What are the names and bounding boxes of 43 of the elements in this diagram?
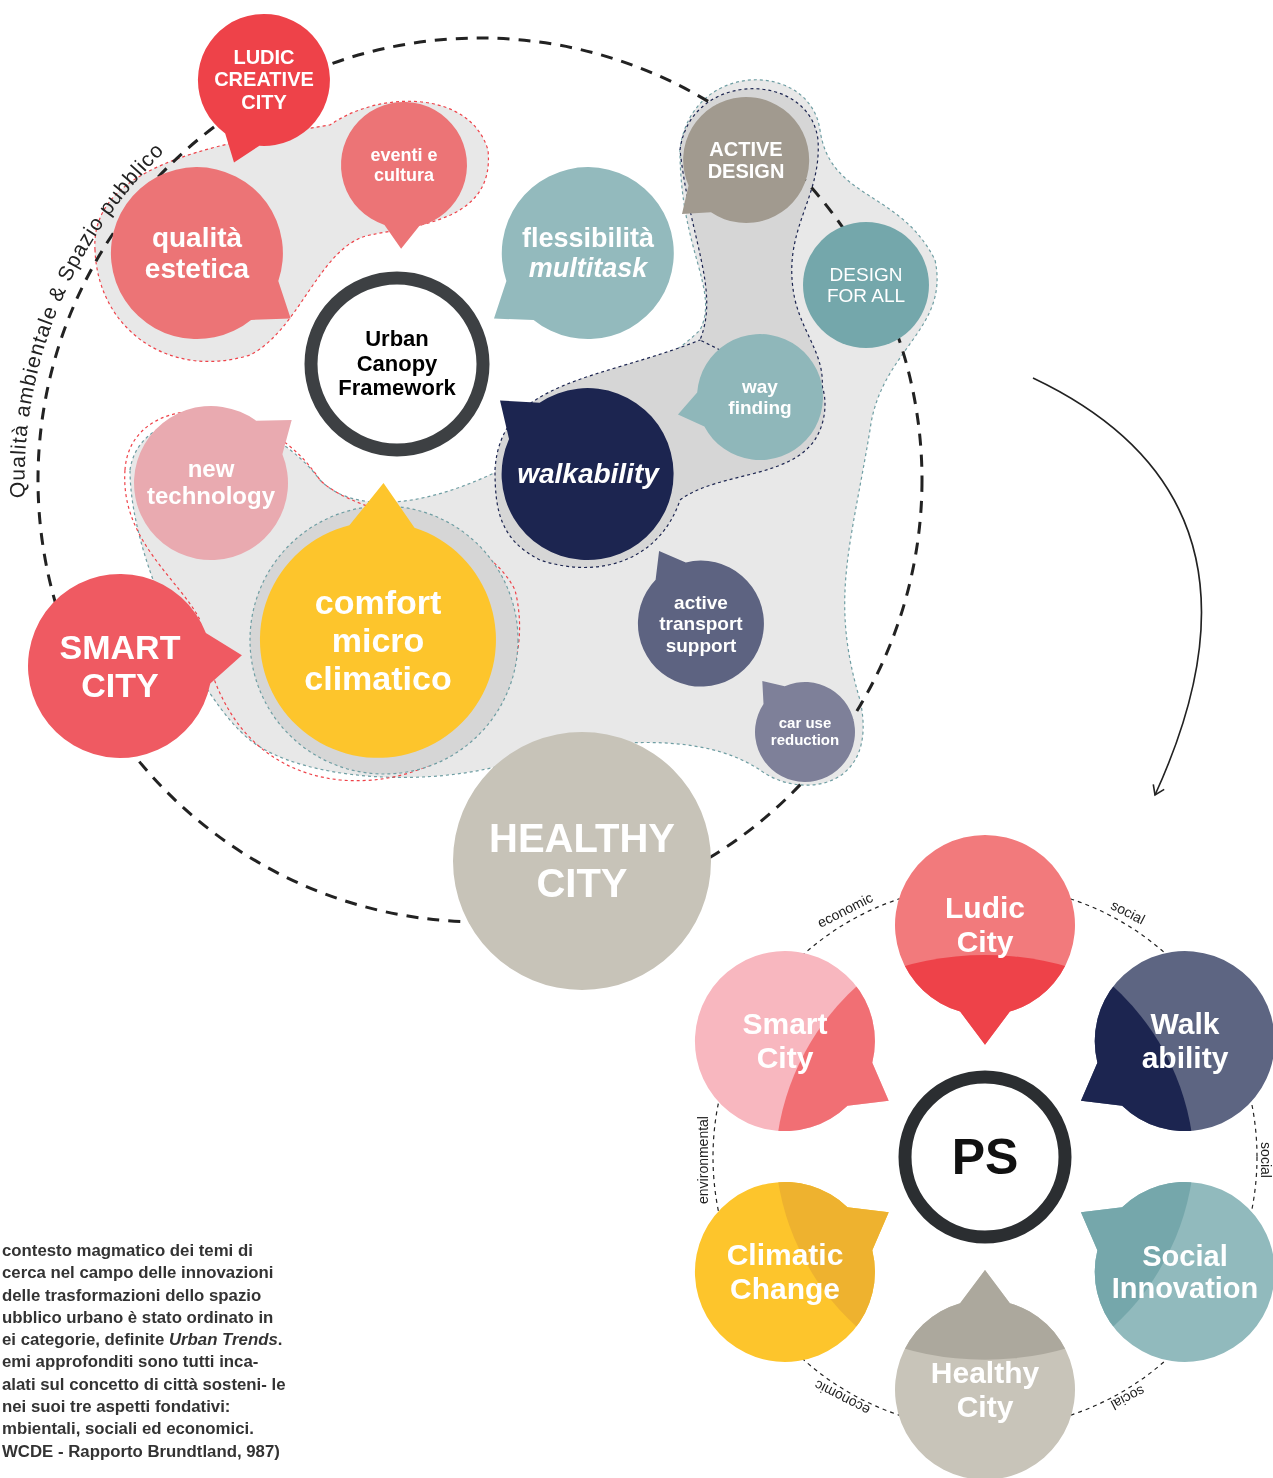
speech-bubble — [1081, 951, 1273, 1131]
speech-bubble — [341, 102, 467, 249]
bubble-text: car use reduction — [769, 715, 841, 749]
speech-bubble — [28, 574, 242, 758]
speech-bubble — [494, 167, 674, 339]
bubble-text: ACTIVE DESIGN — [706, 137, 786, 183]
bubble-text: flessibilità multitask — [520, 222, 655, 284]
bubble-text: Healthy City — [929, 1356, 1041, 1424]
ring-circle — [898, 1070, 1072, 1244]
bubble-text: HEALTHY CITY — [488, 816, 676, 906]
bubble-text: new technology — [146, 456, 276, 510]
speech-bubble — [895, 835, 1075, 1045]
speech-bubble — [198, 14, 330, 163]
speech-bubble — [1081, 1182, 1273, 1362]
ring-circle — [304, 271, 490, 457]
bubble-text: walkability — [516, 458, 661, 490]
speech-bubble — [681, 97, 809, 223]
bubble-text: way finding — [727, 375, 793, 419]
caption-text: contesto magmatico dei temi di cerca nel campo delle innovazioni delle trasformazioni dello spazio ubblico urbano è stato ordinato in ei categorie, definite Urban Trends. emi approfonditi sono tutti inca- alati sul concetto di città sosteni- le nei suoi tre aspetti fondativi: mbientali, sociali ed economici. WCDE - Rapporto Brundtland, 987) — [2, 1240, 287, 1463]
speech-bubble — [500, 388, 674, 560]
bubble-text: comfort micro climatico — [303, 582, 453, 698]
speech-bubble — [134, 406, 292, 560]
bubble-text: PS — [950, 1129, 1020, 1185]
bubble-text: DESIGN FOR ALL — [825, 263, 907, 307]
arc-label: social — [1108, 896, 1148, 928]
bubble-text: eventi e cultura — [369, 144, 439, 186]
speech-bubble — [678, 334, 823, 460]
bubble-text: SMART CITY — [58, 627, 182, 705]
speech-bubble — [638, 551, 764, 687]
bubble-text: Walk ability — [1140, 1007, 1230, 1075]
arc-label: social — [1258, 1142, 1273, 1178]
bubble-text: Urban Canopy Framework — [337, 327, 457, 401]
bubble-text: active transport support — [658, 592, 744, 656]
circle — [453, 732, 711, 990]
bubble-text: LUDIC CREATIVE CITY — [213, 46, 315, 114]
speech-bubble — [895, 1270, 1075, 1478]
bubble-text: Climatic Change — [725, 1238, 845, 1306]
bubble-text: Ludic City — [944, 891, 1026, 959]
bubble-text: qualità estetica — [143, 221, 251, 285]
bubble-text: Social Innovation — [1110, 1239, 1260, 1305]
arc-label: environmental — [695, 1116, 711, 1204]
speech-bubble — [755, 681, 855, 782]
circle — [803, 222, 929, 348]
